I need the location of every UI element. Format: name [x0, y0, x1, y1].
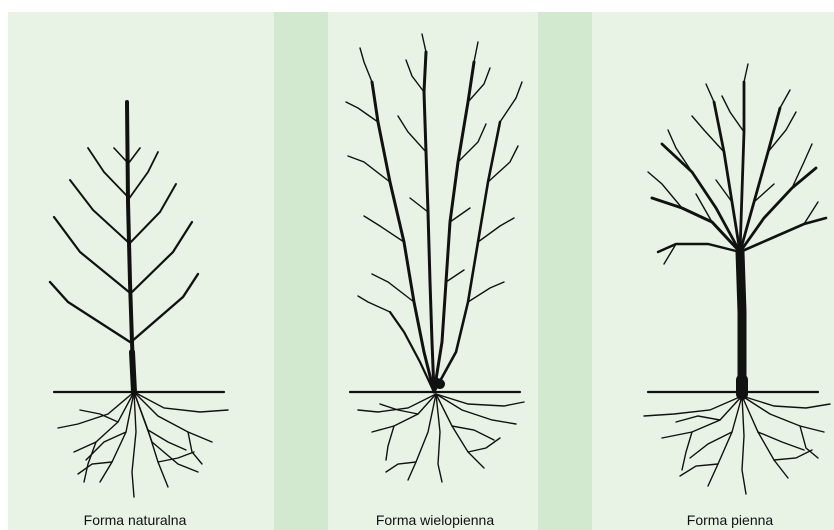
caption-multi-stem-form: Forma wielopienna: [335, 511, 535, 530]
standard-tree-illustration: [592, 12, 834, 512]
natural-form-tree-illustration: [8, 12, 274, 512]
caption-natural-form: Forma naturalna: [40, 511, 230, 530]
separator-strip-1: [274, 12, 328, 530]
caption-standard-form: Forma pienna: [630, 511, 830, 530]
multi-stem-tree-illustration: [328, 12, 538, 512]
separator-strip-2: [538, 12, 592, 530]
